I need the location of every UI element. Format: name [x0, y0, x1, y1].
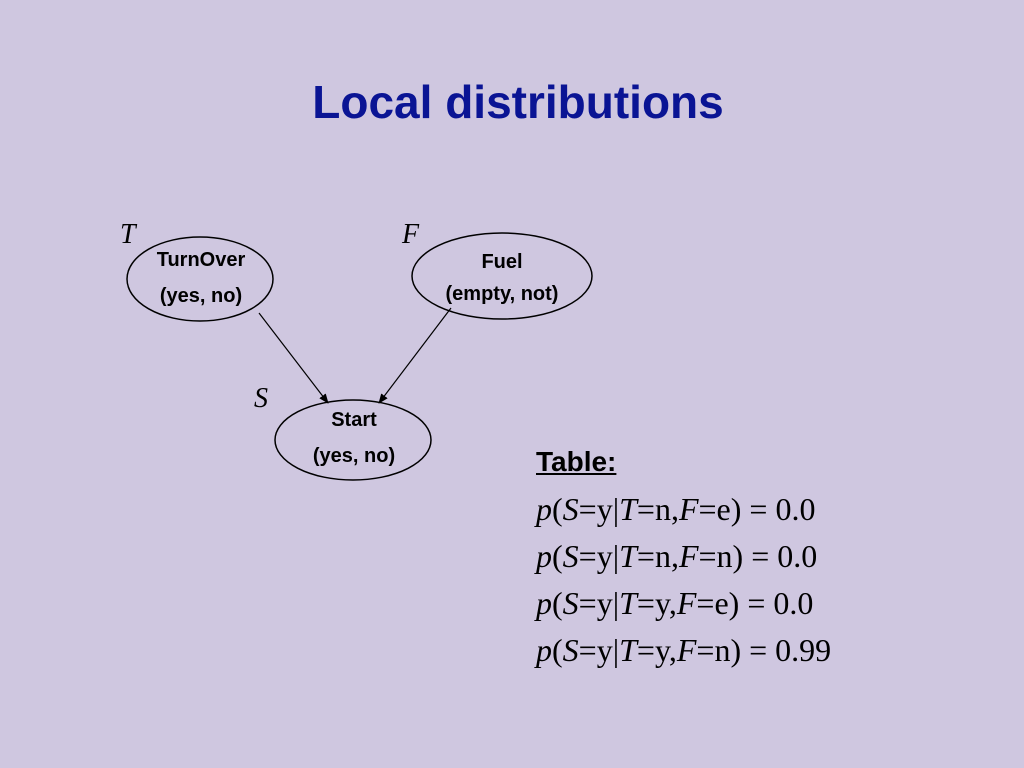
probability-row: p(S=y|T=n,F=n) = 0.0: [536, 538, 818, 574]
turnover-node: [126, 236, 274, 322]
probability-table: Table: p(S=y|T=n,F=e) = 0.0 p(S=y|T=n,F=n…: [536, 442, 831, 674]
probability-rows: p(S=y|T=n,F=e) = 0.0 p(S=y|T=n,F=n) = 0.0…: [536, 486, 831, 674]
probability-row: p(S=y|T=n,F=e) = 0.0: [536, 491, 816, 527]
fuel-node: [411, 232, 593, 320]
probability-value: 0.0: [777, 538, 818, 574]
slide-title: Local distributions: [312, 76, 724, 128]
table-heading: Table:: [536, 446, 617, 477]
fuel-values: (empty, not): [445, 283, 559, 305]
turnover-name: TurnOver: [156, 249, 246, 271]
edge-turnover-to-start: [258, 312, 329, 404]
fuel-variable-letter: F: [402, 219, 420, 250]
fuel-node-label: Fuel (empty, not): [412, 250, 592, 306]
edge-fuel-to-start: [378, 307, 452, 404]
turnover-variable-letter: T: [120, 219, 136, 250]
start-values: (yes, no): [312, 445, 396, 467]
probability-value: 0.0: [773, 585, 814, 621]
probability-value: 0.0: [775, 491, 816, 527]
probability-row: p(S=y|T=y,F=n) = 0.99: [536, 632, 832, 668]
start-variable-letter: S: [254, 383, 268, 414]
turnover-values: (yes, no): [159, 285, 243, 307]
probability-value: 0.99: [775, 632, 832, 668]
fuel-name: Fuel: [481, 251, 523, 273]
turnover-node-label: TurnOver (yes, no): [130, 248, 272, 308]
start-name: Start: [331, 409, 377, 431]
probability-row: p(S=y|T=y,F=e) = 0.0: [536, 585, 814, 621]
start-node: [274, 399, 432, 481]
start-node-label: Start (yes, no): [276, 408, 432, 468]
